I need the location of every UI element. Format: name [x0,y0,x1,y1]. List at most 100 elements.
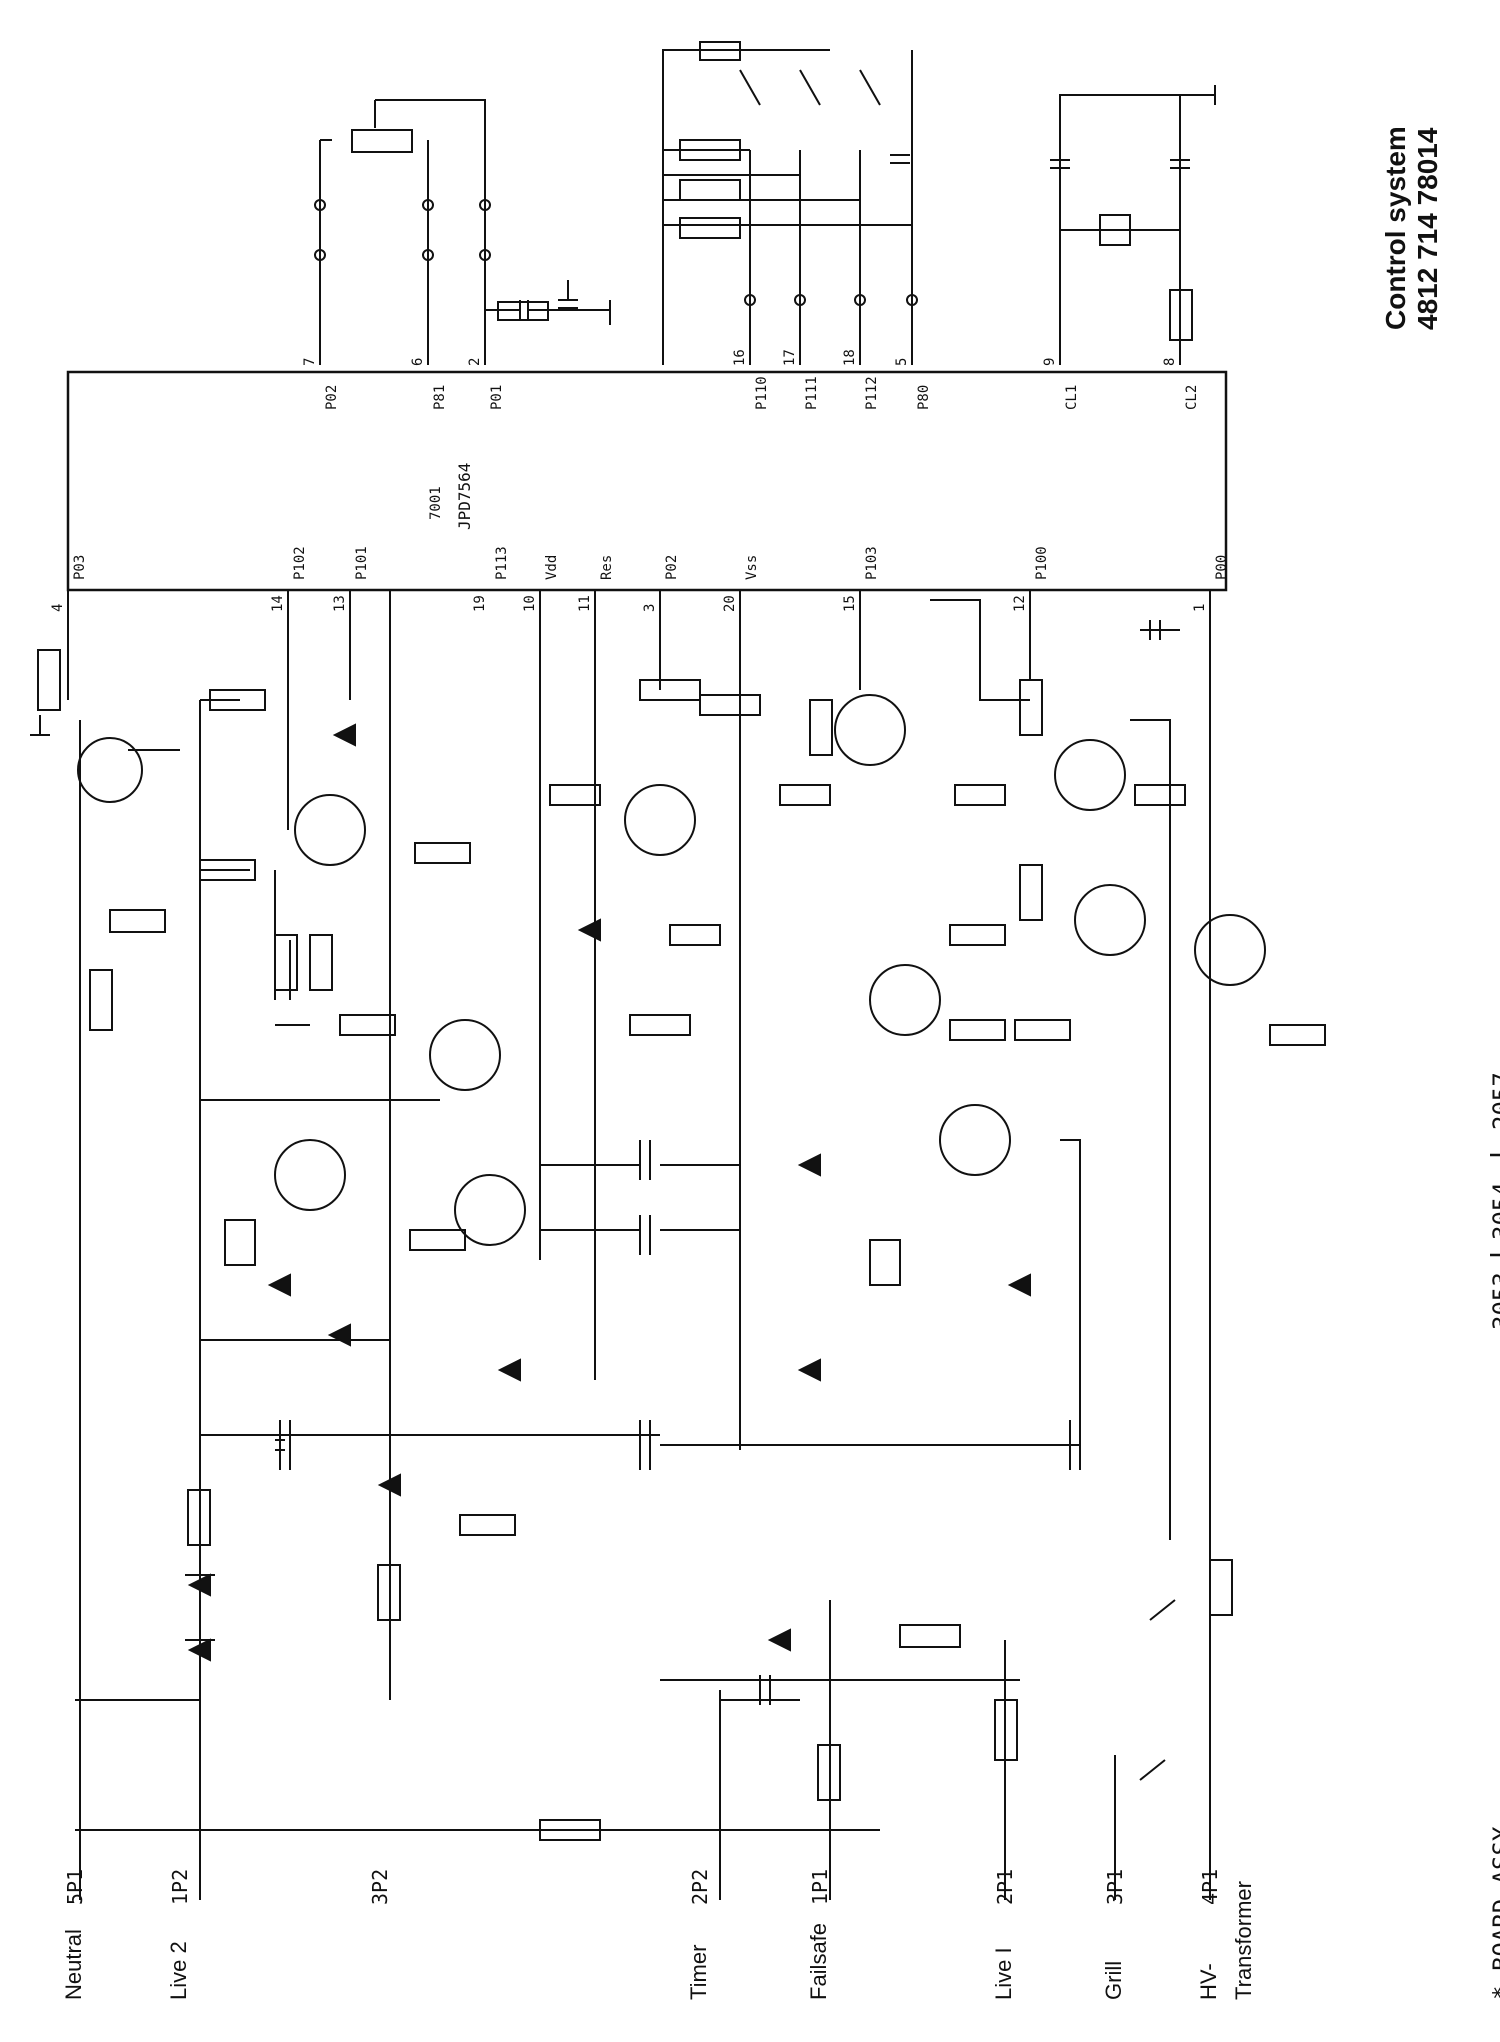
resistor-3004 [459,1514,516,1536]
ic-pin-name: P02 [324,385,340,410]
transistor-7041 [429,1019,501,1091]
resistor-3056 [679,179,741,201]
diode-6034 [332,723,356,747]
table-header: 2057 [1488,1072,1500,1130]
ic-pin-name: P81 [432,385,448,410]
ic-pin-name: P112 [864,376,880,410]
transistor-7040 [454,1174,526,1246]
ic-pin-name: P102 [292,546,308,580]
resistor-3011 [89,969,113,1031]
ic-body [66,370,1228,592]
ic-pin-number: 10 [522,595,538,612]
table-header: * BOARD ASSY [1488,1826,1500,2000]
resistor-3041 [414,842,471,864]
ic-pin-name: P80 [916,385,932,410]
ic-pin-number: 4 [50,604,66,612]
diode-6001 [187,1638,211,1662]
resistor-3010 [109,909,166,933]
transistor-7034 [294,794,366,866]
transistor-7065 [939,1104,1011,1176]
relay-1030 [224,1219,256,1266]
transistor-7060 [869,964,941,1036]
crystal-1070 [1099,214,1131,246]
resistor-3050 [629,1014,691,1036]
resistor-3021-b [1209,1559,1233,1616]
ic-pin-number: 18 [842,349,858,366]
ic-pin-name: CL1 [1064,385,1080,410]
ic-pin-name: P02 [664,555,680,580]
transistor-7063 [1074,884,1146,956]
ic-pin-number: 17 [782,349,798,366]
switch-ladder-group [662,41,918,365]
resistor-3053 [639,679,701,701]
ic-pin-name: P03 [72,555,88,580]
diode-6030 [327,1323,351,1347]
crystal-group [1050,85,1216,365]
resistor-3060 [949,1019,1006,1041]
resistor-3055 [679,217,741,239]
ic-pin-name: P00 [1214,555,1230,580]
resistor-3080 [351,129,413,153]
ic-pin-number: 19 [472,595,488,612]
resistor-3081 [497,301,549,321]
transistor-7051 [834,694,906,766]
resistor-3040 [409,1229,466,1251]
ic-pin-number: 11 [577,595,593,612]
resistor-3030 [339,1014,396,1036]
resistor-3003 [377,1564,401,1621]
pot-3080-group [314,99,611,365]
thyristor-7062 [767,1628,791,1652]
diode-6003 [377,1473,401,1497]
transistor-7010 [77,737,143,803]
relay-1060 [869,1239,901,1286]
resistor-3054 [699,694,761,716]
ic-pin-name: CL2 [1184,385,1200,410]
resistor-3067 [1014,1019,1071,1041]
ic-pin-name: P103 [864,546,880,580]
ic-pin-number: 12 [1012,595,1028,612]
resistor-3068 [1019,864,1043,921]
resistor-3012 [37,649,61,711]
ic-pin-number: 16 [732,349,748,366]
ic-bottom-pins: P034P10214P10113P11319Vdd10Res11P023Vss2… [50,546,1230,612]
transistor-7050 [624,784,696,856]
ic-pin-number: 13 [332,595,348,612]
resistor-3065 [954,784,1006,806]
diode-6002 [187,1573,211,1597]
diode-6061 [797,1153,821,1177]
transistor-7020 [1194,914,1266,986]
ic-pin-name: P01 [489,385,505,410]
diode-6051 [577,918,601,942]
resistor-3066 [809,699,833,756]
table-header: 3053 [1488,1272,1500,1330]
middle-transistors [199,590,1326,1900]
fuse-1002 [899,1624,961,1648]
led-6040 [497,1358,521,1382]
table-header: 3054 [1488,1182,1500,1240]
resistor-3051 [549,784,601,806]
resistor-3034 [209,689,266,711]
ic-pin-number: 8 [1162,358,1178,366]
resistor-3057 [679,139,741,161]
passive-symbols [75,620,1233,1900]
ic-pin-number: 9 [1042,358,1058,366]
ic-pin-number: 6 [410,358,426,366]
ic-pin-name: P113 [494,546,510,580]
ic-pin-number: 3 [642,604,658,612]
ic-pin-number: 2 [467,358,483,366]
resistor-3062 [949,924,1006,946]
diode-6031 [267,1273,291,1297]
led-6060 [797,1358,821,1382]
ic-pin-number: 20 [722,595,738,612]
diode-6062 [1007,1273,1031,1297]
ic-ref: 7001 [428,486,444,520]
resistor-3033 [199,859,256,881]
resistor-3032 [274,934,298,991]
resistor-3020 [1269,1024,1326,1046]
ic-pin-number: 1 [1192,604,1208,612]
ic-pin-number: 14 [270,595,286,612]
ic-pin-number: 7 [302,358,318,366]
